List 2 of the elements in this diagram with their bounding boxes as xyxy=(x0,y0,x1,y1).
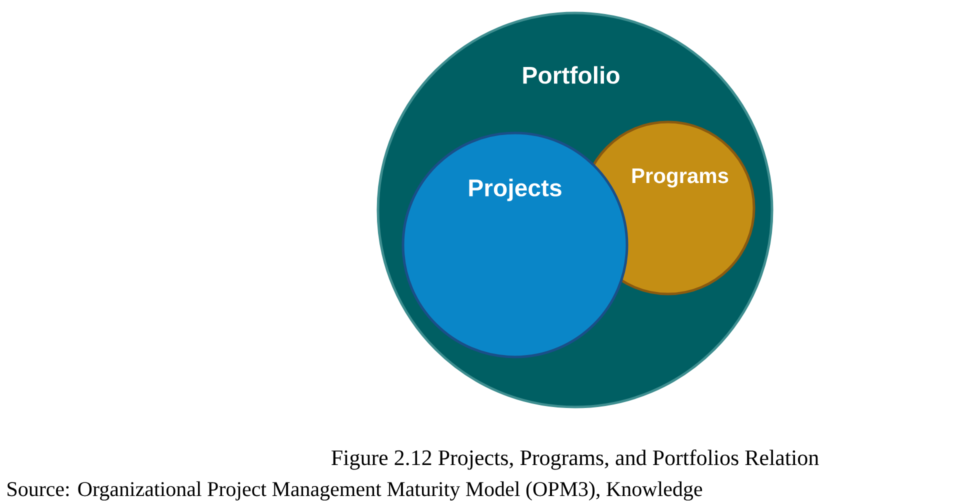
caption: Figure 2.12 Projects, Programs, and Portfolios Relation xyxy=(332,450,819,470)
source-note: Source: Organizational Project Management Maturity Model (OPM3), Knowledge xyxy=(8,481,702,501)
